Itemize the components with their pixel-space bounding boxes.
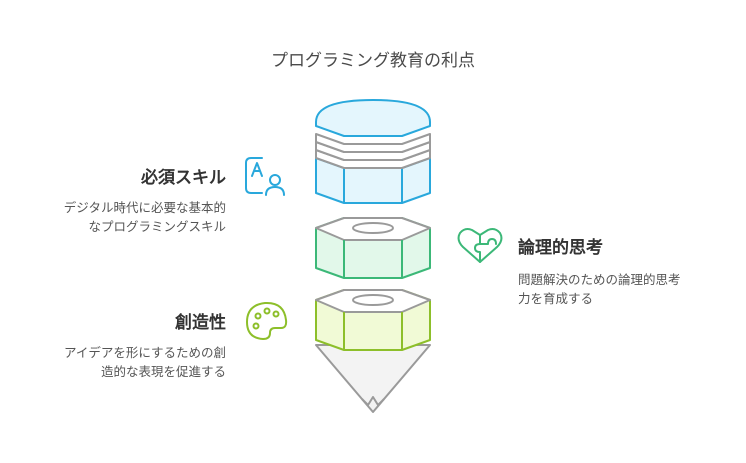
desc-essential-skills: デジタル時代に必要な基本的 なプログラミングスキル [64, 198, 226, 236]
palette-icon [246, 301, 288, 340]
heading-essential-skills: 必須スキル [141, 168, 226, 188]
creativity-nut [315, 289, 431, 351]
desc-essential-skills-line-2: なプログラミングスキル [88, 219, 226, 234]
diagram-title: プログラミング教育の利点 [271, 51, 475, 71]
desc-logical-thinking-line-1: 問題解決のための論理的思考 [518, 272, 681, 287]
heading-creativity: 創造性 [175, 313, 226, 333]
desc-logical-thinking-line-2: 力を育成する [518, 291, 594, 306]
desc-creativity-line-2: 造的な表現を促進する [100, 364, 226, 379]
pencil-tip [315, 344, 431, 413]
desc-creativity: アイデアを形にするための創 造的な表現を促進する [64, 343, 226, 381]
desc-essential-skills-line-1: デジタル時代に必要な基本的 [63, 200, 226, 215]
desc-logical-thinking: 問題解決のための論理的思考 力を育成する [518, 270, 681, 308]
heart-puzzle-icon [457, 228, 503, 263]
skills-eraser [315, 99, 431, 204]
desc-creativity-line-1: アイデアを形にするための創 [63, 345, 226, 360]
logic-nut [315, 217, 431, 279]
heading-logical-thinking: 論理的思考 [518, 238, 603, 258]
person-letter-a-icon [245, 157, 285, 196]
